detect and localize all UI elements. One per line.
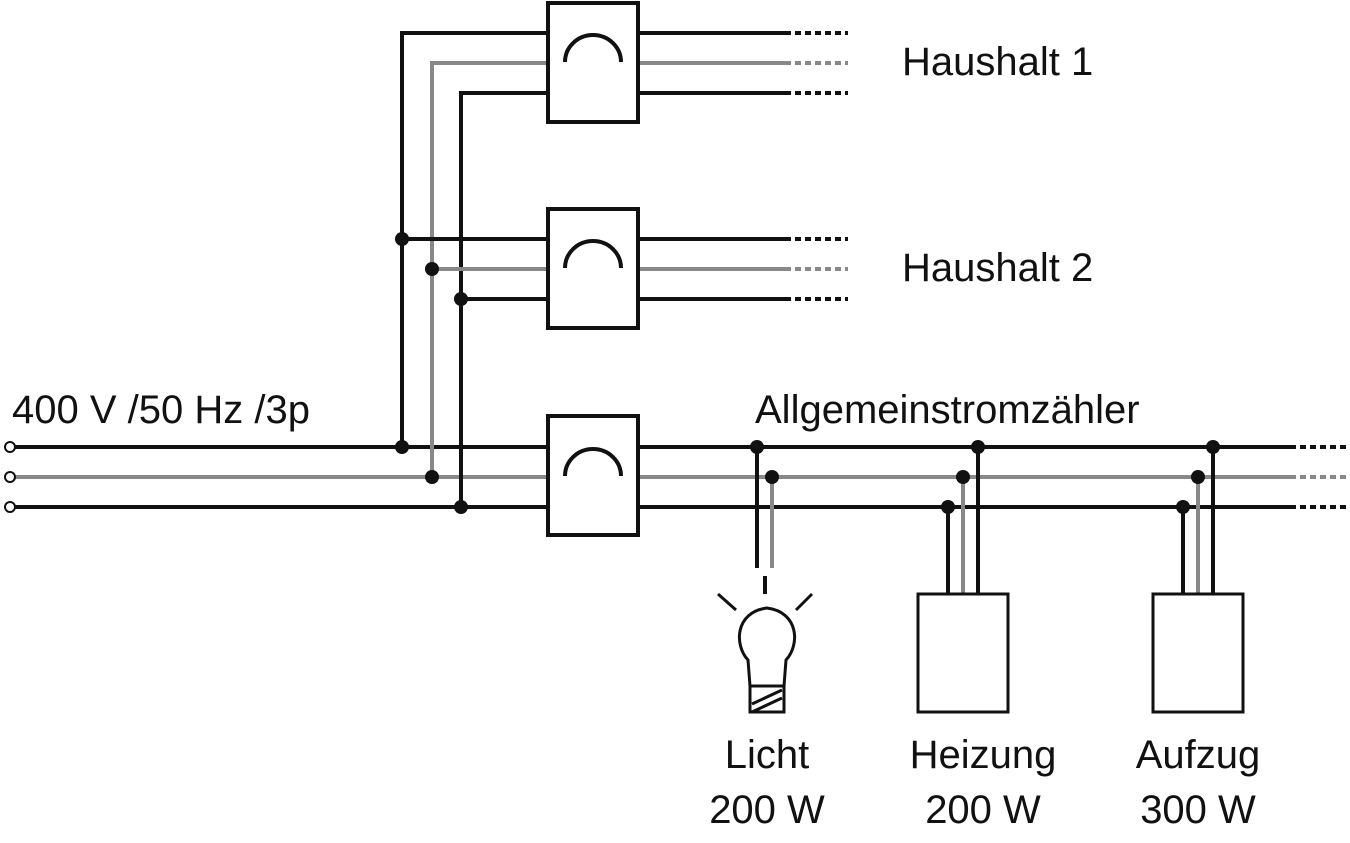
meter-arc-icon [563,447,623,477]
common-meter-label: Allgemeinstromzähler [755,388,1140,432]
aufzug-name-label: Aufzug [1135,733,1261,777]
meter-haushalt-2 [546,207,640,330]
household-output-lines [638,31,848,301]
meter-haushalt-1 [546,1,640,124]
heizung-name-label: Heizung [909,733,1057,777]
aufzug-power-label: 300 W [1140,788,1256,832]
riser-lines [400,31,548,507]
input-terminals [4,441,16,513]
haushalt-1-label: Haushalt 1 [902,40,1094,84]
haushalt-2-label: Haushalt 2 [902,246,1094,290]
junction-dots [395,232,1220,514]
supply-label: 400 V /50 Hz /3p [12,388,310,432]
meter-arc-icon [563,239,623,269]
light-bulb-icon [717,592,814,714]
heizung-power-label: 200 W [925,788,1041,832]
load-drop-lines [755,447,1215,594]
meter-arc-icon [563,33,623,63]
heizung-box-icon [916,592,1010,714]
main-bus [14,445,1350,509]
licht-name-label: Licht [724,733,810,777]
licht-power-label: 200 W [709,788,825,832]
meter-common [546,414,640,537]
aufzug-box-icon [1151,592,1245,714]
